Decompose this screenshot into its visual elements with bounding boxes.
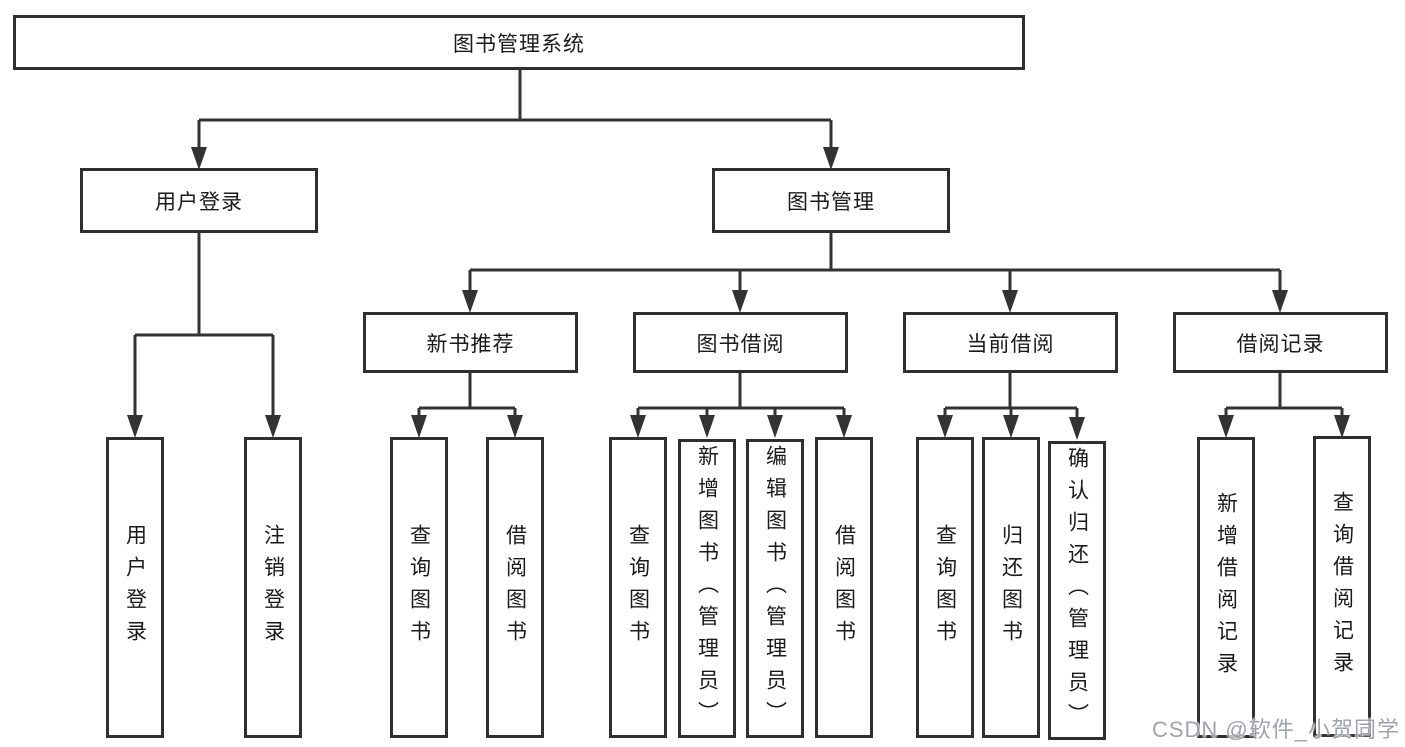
leaf-recommend-query-books: 查询图书 (390, 437, 448, 738)
edge-borrowing-records-children (1218, 373, 1350, 438)
edge-root-to-level2 (191, 70, 839, 170)
leaf-return-books: 归还图书 (982, 437, 1040, 738)
leaf-query-borrow-record: 查询借阅记录 (1313, 436, 1371, 737)
node-user-login: 用户登录 (80, 168, 318, 233)
leaf-borrowing-query-books: 查询图书 (609, 437, 667, 738)
leaf-edit-books-admin: 编辑图书（管理员） (746, 439, 804, 738)
node-current-borrowing: 当前借阅 (903, 312, 1118, 373)
leaf-borrowing-borrow-books: 借阅图书 (815, 437, 873, 738)
leaf-add-books-admin: 新增图书（管理员） (678, 439, 736, 738)
edge-book-management-children (462, 233, 1288, 313)
edge-new-book-recommendation-children (411, 373, 523, 438)
edge-user-login-children (127, 233, 281, 438)
leaf-user-login: 用户登录 (106, 437, 164, 738)
node-new-book-recommendation: 新书推荐 (363, 312, 578, 373)
leaf-confirm-return-admin: 确认归还（管理员） (1048, 441, 1106, 740)
node-borrowing-records: 借阅记录 (1173, 312, 1388, 373)
node-book-management-system: 图书管理系统 (13, 15, 1025, 70)
edge-current-borrowing-children (937, 373, 1085, 440)
leaf-logout: 注销登录 (244, 437, 302, 738)
leaf-add-borrow-record: 新增借阅记录 (1197, 437, 1255, 738)
leaf-recommend-borrow-books: 借阅图书 (486, 437, 544, 738)
node-book-management: 图书管理 (712, 168, 950, 233)
csdn-watermark: CSDN @软件_小贺同学 (1151, 717, 1400, 742)
leaf-current-query-books: 查询图书 (916, 437, 974, 738)
edge-book-borrowing-children (630, 373, 852, 438)
node-book-borrowing: 图书借阅 (633, 312, 848, 373)
